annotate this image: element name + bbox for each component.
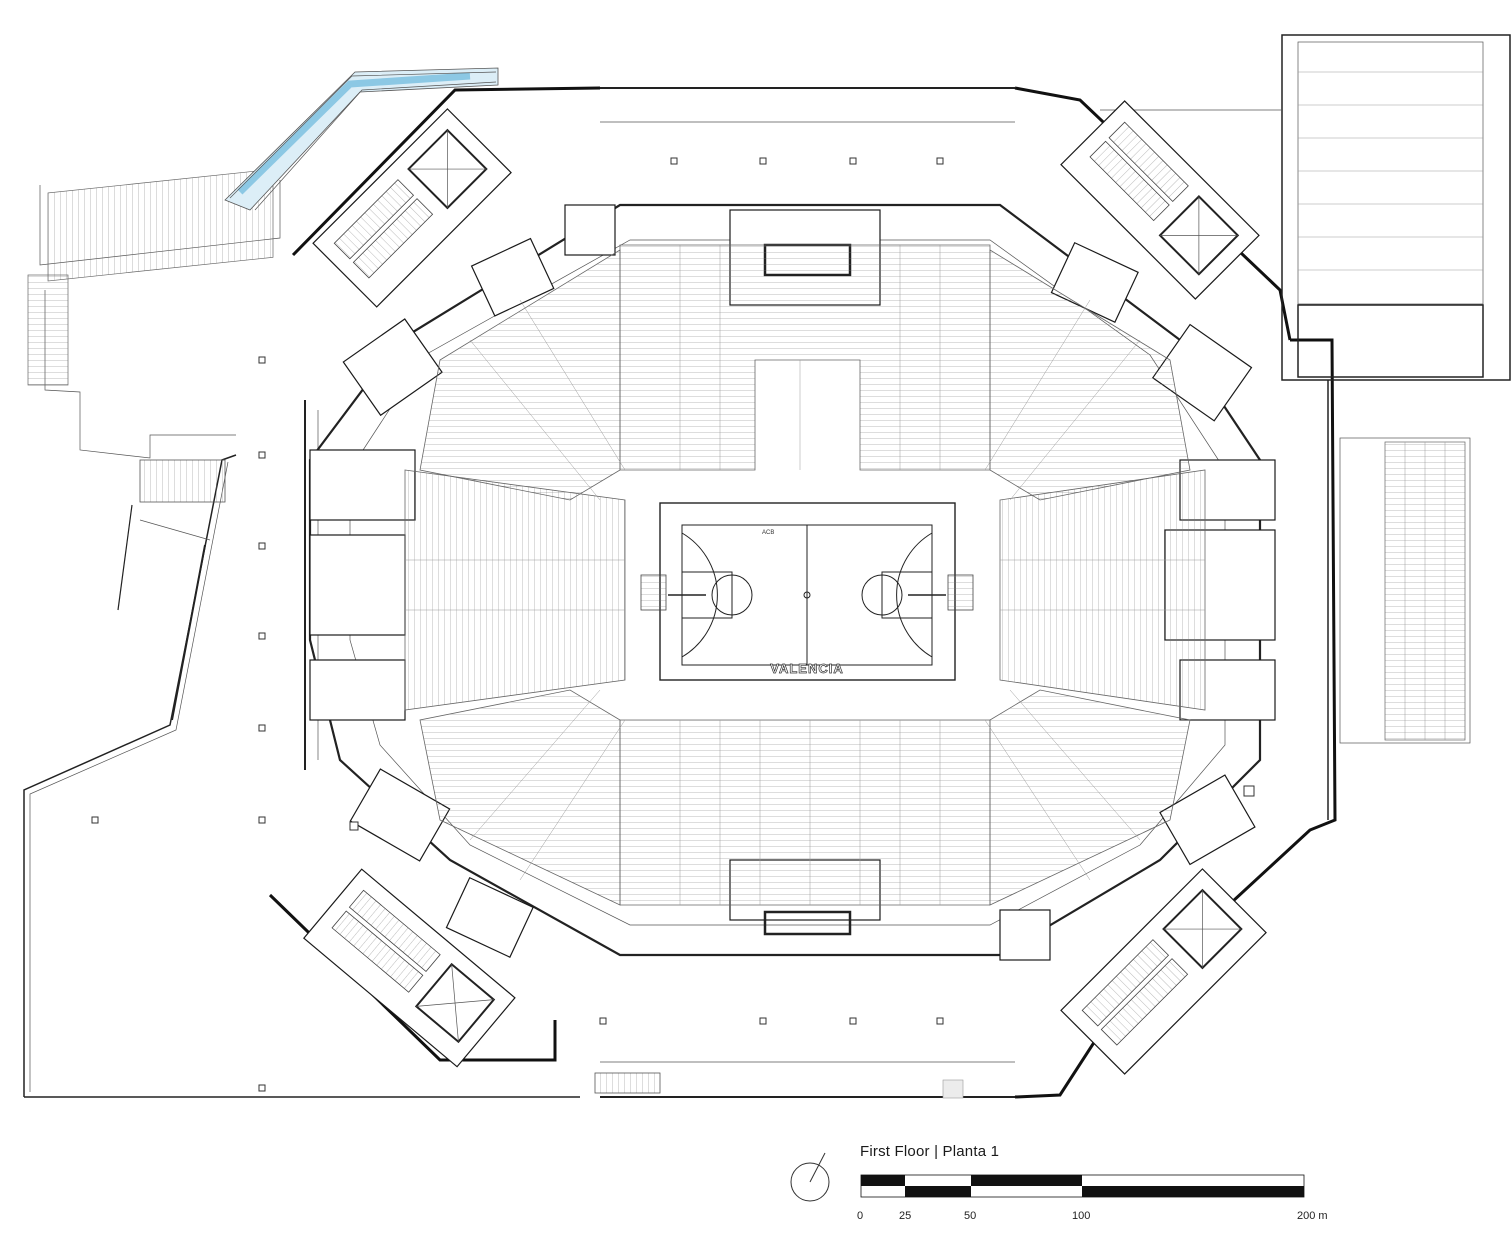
plan-title: First Floor | Planta 1 (860, 1143, 1000, 1160)
south-entry-steps (594, 1072, 964, 1099)
core-lower-right (1060, 868, 1267, 1075)
scale-tick-25: 25 (899, 1210, 911, 1222)
scale-tick-100: 100 (1072, 1210, 1090, 1222)
north-arrow-icon (790, 1152, 830, 1202)
left-ramp (117, 459, 226, 721)
scale-bar (860, 1174, 1305, 1198)
scale-tick-labels: 0 25 50 100 200 m (857, 1210, 1328, 1222)
pedestrian-bridge (224, 67, 499, 211)
core-upper-left (312, 108, 512, 308)
seating-bowl (404, 244, 1206, 906)
scale-tick-200: 200 m (1297, 1210, 1328, 1222)
core-upper-right (1060, 100, 1260, 300)
scale-tick-0: 0 (857, 1210, 863, 1222)
right-annex-upper (1100, 34, 1511, 381)
scale-tick-50: 50 (964, 1210, 976, 1222)
structural-columns (91, 157, 1255, 1092)
court-label: VALENCIA (770, 661, 843, 676)
plaza-bleachers-upper (27, 168, 274, 386)
building-shell (268, 86, 1337, 1099)
basketball-court (640, 502, 974, 681)
court-logo: ACB (762, 530, 774, 536)
right-annex-bleachers (1339, 437, 1471, 744)
core-lower-left (303, 868, 516, 1068)
